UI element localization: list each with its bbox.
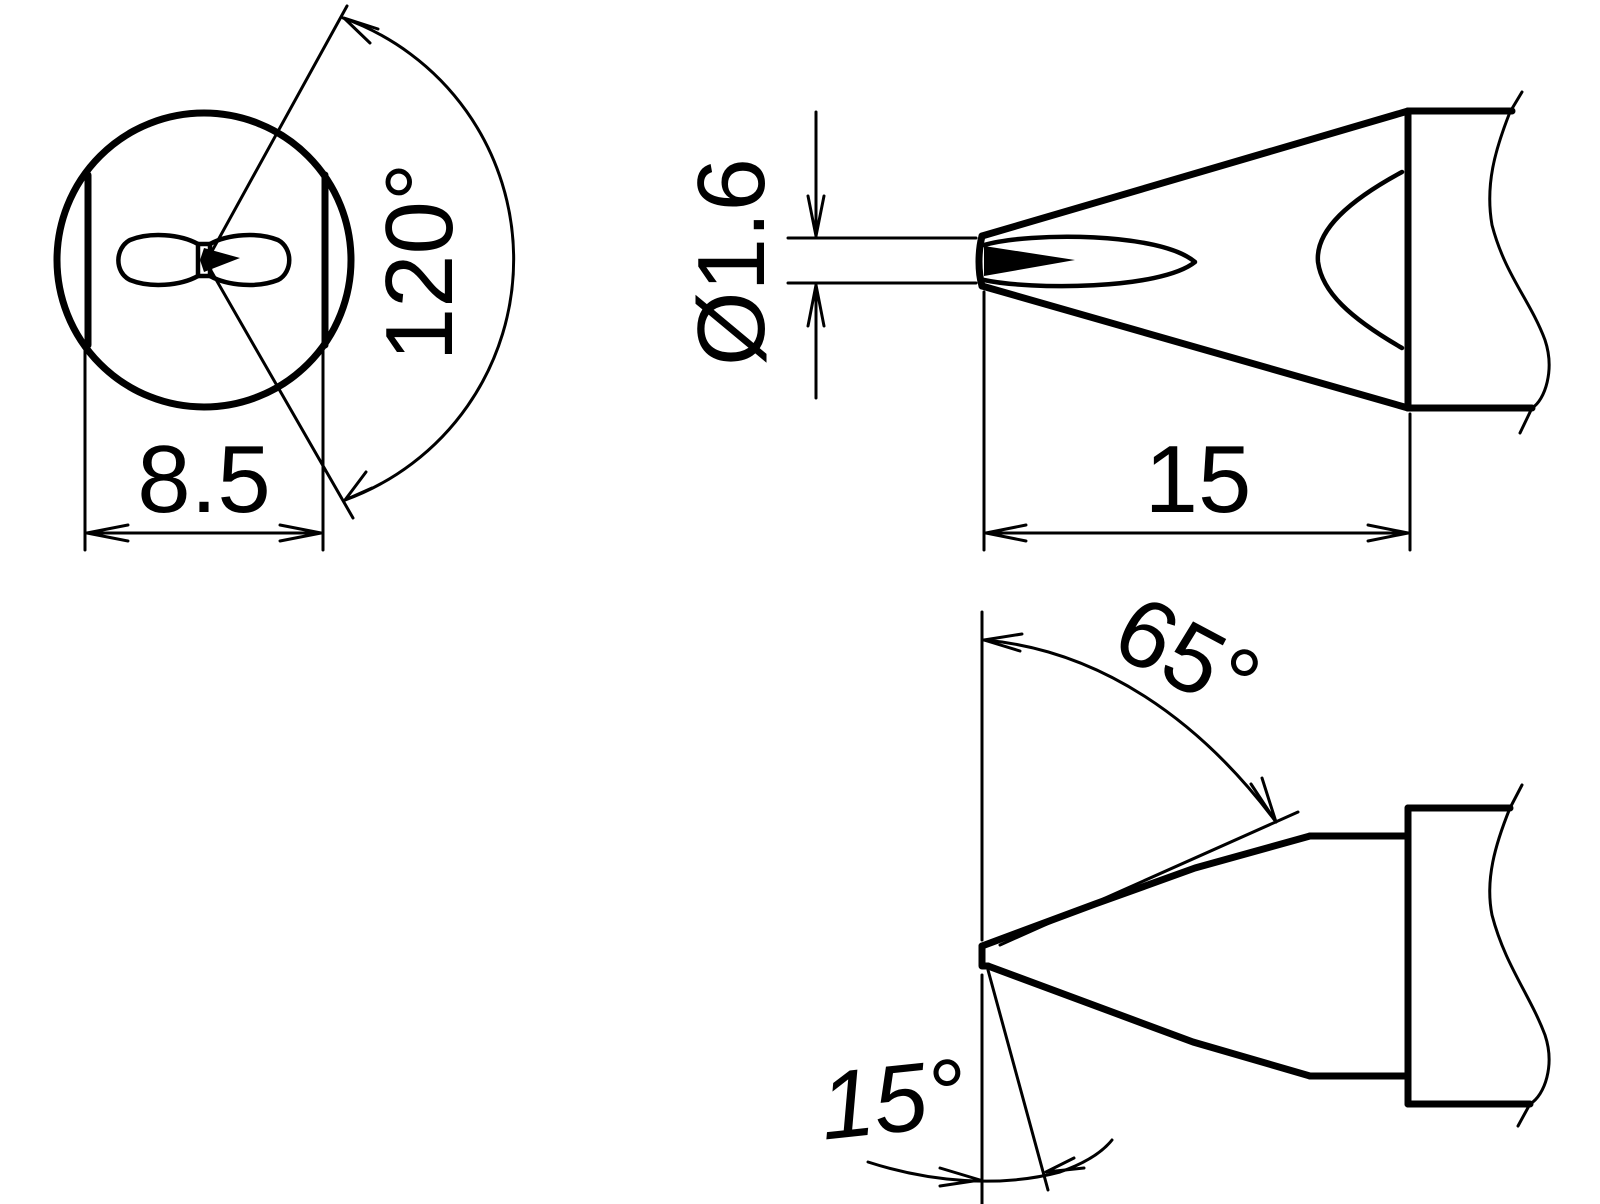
angle-arc-65 xyxy=(982,638,1278,824)
arrow-head-left xyxy=(85,523,130,543)
angle-arc-15 xyxy=(866,1138,1114,1183)
diameter-dimension-label: Ø1.6 xyxy=(678,158,785,366)
arrow-head-right xyxy=(278,523,323,543)
tip-cross-section-right-lobe xyxy=(207,232,292,288)
length-arrow-right xyxy=(1366,523,1410,543)
angle-dimension-label-65: 65° xyxy=(1098,575,1276,738)
arrow-head-15-left xyxy=(938,1166,982,1188)
angle-arc-120 xyxy=(341,16,516,502)
angle-dimension-label-15: 15° xyxy=(815,1039,971,1161)
cone-upper-edge xyxy=(978,107,1412,240)
shank-break-line xyxy=(1488,90,1551,435)
cone-lower-edge xyxy=(978,282,1412,412)
length-arrow-left xyxy=(984,523,1028,543)
shank-break-line xyxy=(1488,783,1551,1128)
width-dimension-label: 8.5 xyxy=(137,426,270,533)
bottom-view: 65° 15° xyxy=(815,575,1551,1204)
diameter-arrow-down xyxy=(806,194,826,238)
tip-cross-section-left-lobe xyxy=(116,232,201,288)
tip-outline-circle xyxy=(53,109,355,411)
arrow-head-65-right xyxy=(1249,776,1278,824)
arrow-head-15-right xyxy=(1044,1156,1086,1174)
tip-front-face xyxy=(978,942,992,970)
cone-chamfer-curve xyxy=(1315,169,1405,351)
arrow-head-lower xyxy=(343,470,374,502)
angle-line-lower xyxy=(204,260,355,520)
tip-ellipse-outline xyxy=(981,234,1198,289)
side-view: Ø1.6 15 xyxy=(678,90,1551,552)
length-dimension-label: 15 xyxy=(1145,426,1252,533)
tip-lower-profile xyxy=(984,962,1404,1080)
arrow-head-upper xyxy=(342,16,380,45)
angle-line-15 xyxy=(986,968,1050,1192)
diameter-arrow-up xyxy=(806,283,826,328)
tip-front-face xyxy=(975,232,986,290)
arrow-head-65-left xyxy=(982,632,1024,653)
angle-dimension-label-120: 120° xyxy=(366,163,473,362)
tip-inner-wedge xyxy=(984,246,1075,276)
tip-upper-profile xyxy=(978,832,1404,950)
front-view: 8.5 120° xyxy=(53,4,516,552)
angle-line-upper xyxy=(204,4,349,264)
flat-face-edge xyxy=(998,810,1300,947)
